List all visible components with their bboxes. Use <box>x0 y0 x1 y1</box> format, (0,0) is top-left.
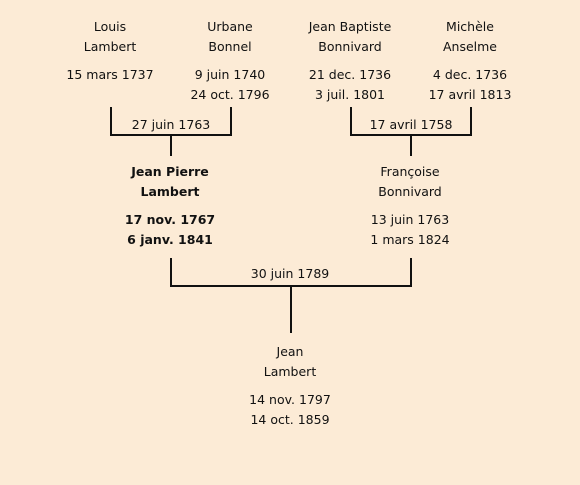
birth-date: 14 nov. 1797 <box>249 392 331 407</box>
connector-left-grandparents-vertical-2 <box>230 107 232 135</box>
last-name: Bonnel <box>208 39 252 54</box>
connector-parents-vertical-2 <box>410 258 412 286</box>
person-jean-lambert: Jean Lambert 14 nov. 1797 14 oct. 1859 <box>249 342 331 430</box>
connector-parents-descent <box>290 285 292 333</box>
last-name: Lambert <box>83 39 137 54</box>
first-name: Jean Baptiste <box>308 19 392 34</box>
marriage-date-lambert-bonnel: 27 juin 1763 <box>131 117 211 132</box>
person-louis-lambert: Louis Lambert 15 mars 1737 <box>66 17 153 85</box>
birth-date: 4 dec. 1736 <box>432 67 508 82</box>
last-name: Bonnivard <box>378 184 442 199</box>
first-name: Françoise <box>380 164 440 179</box>
person-francoise-bonnivard: Françoise Bonnivard 13 juin 1763 1 mars … <box>370 162 449 250</box>
connector-left-grandparents-descent <box>170 134 172 156</box>
birth-date: 13 juin 1763 <box>370 212 450 227</box>
death-date: 1 mars 1824 <box>370 232 450 247</box>
person-jean-baptiste-bonnivard: Jean Baptiste Bonnivard 21 dec. 1736 3 j… <box>309 17 392 105</box>
first-name: Michèle <box>446 19 494 34</box>
last-name: Lambert <box>263 364 317 379</box>
connector-right-grandparents-vertical-1 <box>350 107 352 135</box>
birth-date: 15 mars 1737 <box>66 67 154 82</box>
last-name: Lambert <box>140 184 200 199</box>
marriage-date-lambert-bonnivard: 30 juin 1789 <box>250 266 330 281</box>
death-date: 3 juil. 1801 <box>314 87 386 102</box>
birth-date: 17 nov. 1767 <box>124 212 216 227</box>
connector-right-grandparents-descent <box>410 134 412 156</box>
death-date: 17 avril 1813 <box>428 87 512 102</box>
first-name: Urbane <box>207 19 253 34</box>
connector-left-grandparents-vertical-1 <box>110 107 112 135</box>
first-name: Jean <box>276 344 304 359</box>
person-jean-pierre-lambert: Jean Pierre Lambert 17 nov. 1767 6 janv.… <box>125 162 215 250</box>
birth-date: 21 dec. 1736 <box>308 67 392 82</box>
person-urbane-bonnel: Urbane Bonnel 9 juin 1740 24 oct. 1796 <box>190 17 269 105</box>
death-date: 6 janv. 1841 <box>127 232 213 247</box>
first-name: Jean Pierre <box>131 164 209 179</box>
death-date: 24 oct. 1796 <box>190 87 270 102</box>
connector-parents-vertical-1 <box>170 258 172 286</box>
death-date: 14 oct. 1859 <box>250 412 330 427</box>
person-michele-anselme: Michèle Anselme 4 dec. 1736 17 avril 181… <box>429 17 512 105</box>
marriage-date-bonnivard-anselme: 17 avril 1758 <box>369 117 453 132</box>
first-name: Louis <box>93 19 127 34</box>
last-name: Anselme <box>442 39 498 54</box>
birth-date: 9 juin 1740 <box>194 67 266 82</box>
connector-right-grandparents-vertical-2 <box>470 107 472 135</box>
last-name: Bonnivard <box>318 39 382 54</box>
